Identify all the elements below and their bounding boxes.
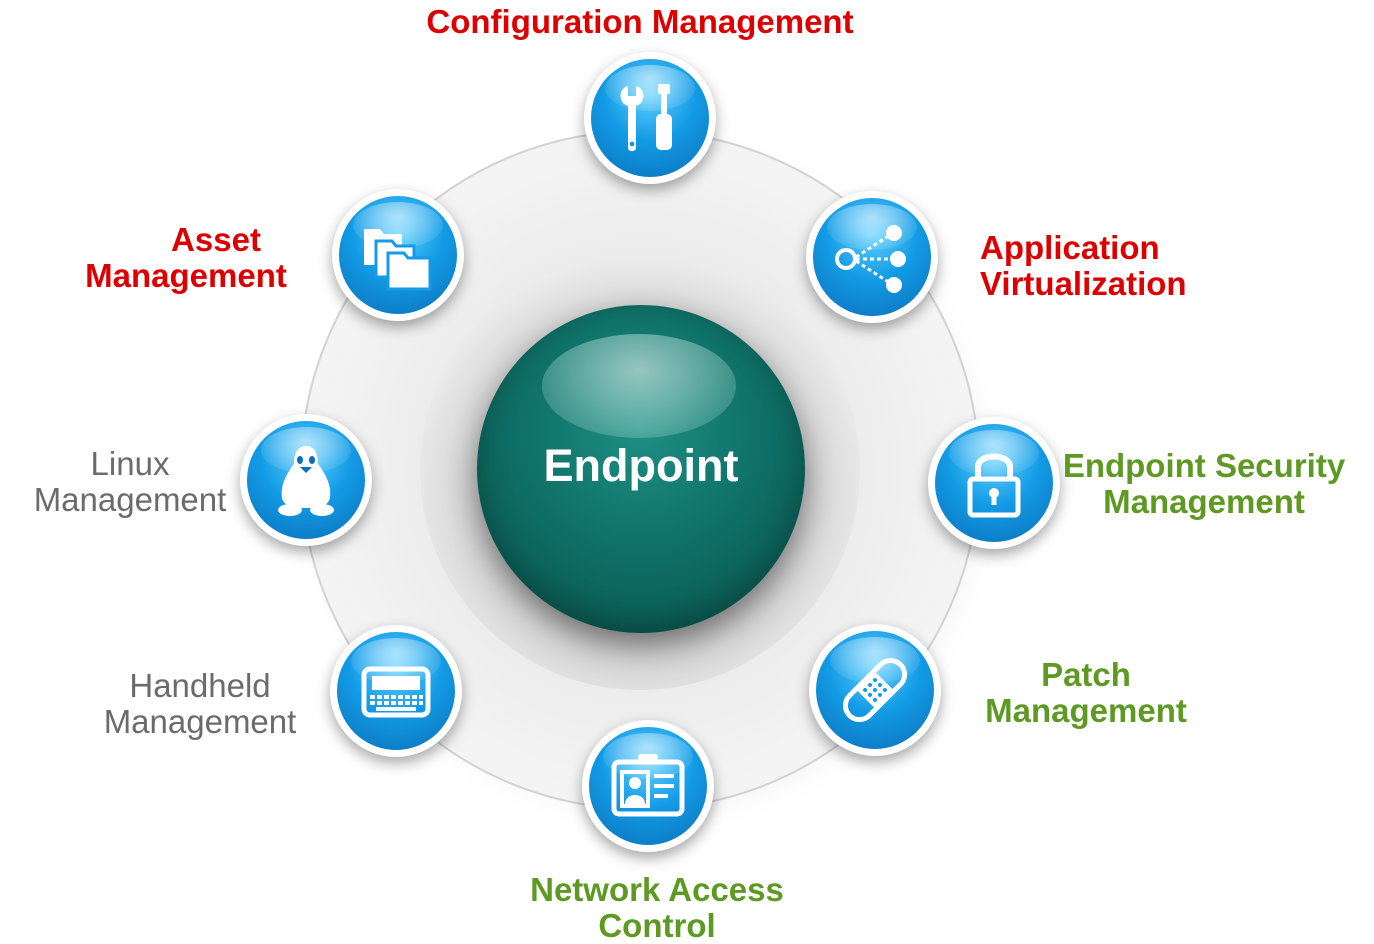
penguin-icon [278, 446, 334, 516]
bandage-icon [842, 657, 908, 723]
node-endpoint-security-management [928, 417, 1060, 549]
endpoint-core-highlight [542, 334, 736, 438]
share-nodes-icon [835, 225, 906, 293]
label-linux-management: Linux Management [33, 445, 227, 518]
label-endpoint-security-management: Endpoint Security Management [1062, 447, 1346, 520]
id-card-icon [611, 754, 685, 817]
label-configuration-management: Configuration Management [426, 3, 854, 40]
label-asset-management: Asset Management [85, 221, 287, 294]
label-patch-management: Patch Management [985, 656, 1187, 729]
endpoint-core-label: Endpoint [543, 440, 739, 491]
tools-icon [620, 84, 672, 151]
node-configuration-management [584, 52, 716, 184]
label-application-virtualization: Application Virtualization [980, 229, 1187, 302]
label-handheld-management: Handheld Management [103, 667, 297, 740]
node-application-virtualization [806, 191, 938, 323]
node-linux-management [240, 414, 372, 546]
node-patch-management [809, 624, 941, 756]
lock-icon [967, 453, 1021, 518]
handheld-device-icon [361, 666, 431, 718]
node-network-access-control [582, 720, 714, 852]
folders-icon [364, 229, 432, 291]
node-handheld-management [330, 625, 462, 757]
label-network-access-control: Network Access Control [530, 871, 784, 944]
node-asset-management [332, 189, 464, 321]
